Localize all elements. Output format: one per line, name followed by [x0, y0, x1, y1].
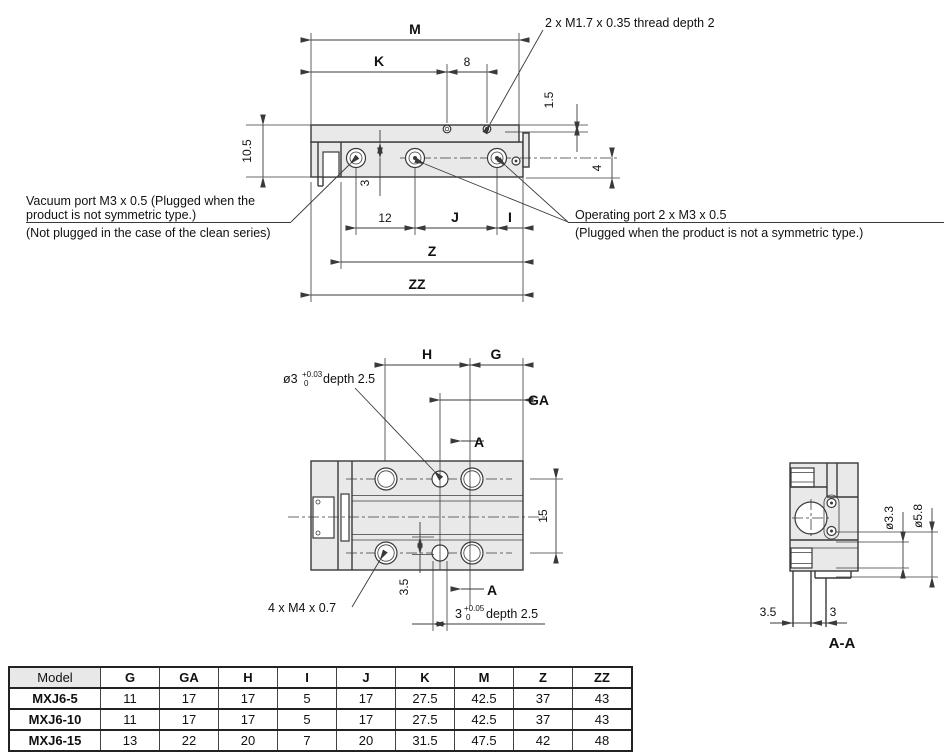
pin-hole-callout: ø3 +0.03 0 depth 2.5 — [283, 370, 375, 388]
cell: 43 — [572, 687, 633, 710]
col-header-h: H — [218, 666, 278, 689]
dim-ZZ: ZZ — [408, 276, 426, 292]
table-row: MXJ6-15 13 22 20 7 20 31.5 47.5 42 48 — [8, 729, 633, 752]
col-header-z: Z — [513, 666, 573, 689]
cell: 37 — [513, 687, 573, 710]
vacuum-port-callout-line1: Vacuum port M3 x 0.5 (Plugged when the — [26, 194, 255, 208]
cell: 42.5 — [454, 708, 514, 731]
cell: 42.5 — [454, 687, 514, 710]
pin-hole-callout-prefix: ø3 — [283, 372, 298, 386]
section-view: ø3.3 ø5.8 3.5 3 A-A — [760, 462, 938, 652]
side-view: M K 8 1.5 10.5 3 4 12 J I Z ZZ 2 x M1.7 … — [26, 16, 944, 302]
pin-dim-tol-minus: 0 — [466, 613, 471, 622]
cell: 11 — [100, 687, 160, 710]
pin-hole-callout-suffix: depth 2.5 — [323, 372, 375, 386]
vacuum-port-callout-line2: product is not symmetric type.) — [26, 208, 196, 222]
dim-4: 4 — [590, 164, 604, 171]
dim-Z: Z — [428, 243, 437, 259]
dim-d5-8: ø5.8 — [911, 504, 925, 528]
dim-G: G — [491, 346, 502, 362]
cell: 22 — [159, 729, 219, 752]
table-row: MXJ6-10 11 17 17 5 17 27.5 42.5 37 43 — [8, 708, 633, 731]
dim-1-5: 1.5 — [542, 91, 556, 108]
dim-I: I — [508, 209, 512, 225]
cell: 48 — [572, 729, 633, 752]
pin-hole-callout-tol-plus: +0.03 — [302, 370, 323, 379]
cell: 20 — [336, 729, 396, 752]
table-header-row: Model G GA H I J K M Z ZZ — [8, 666, 633, 689]
cell: 17 — [336, 687, 396, 710]
cell: 11 — [100, 708, 160, 731]
cell: 43 — [572, 708, 633, 731]
dim-M: M — [409, 21, 421, 37]
dimension-table: Model G GA H I J K M Z ZZ MXJ6-5 11 17 1… — [8, 666, 633, 752]
cell: 17 — [159, 687, 219, 710]
cell: 17 — [336, 708, 396, 731]
cell: 27.5 — [395, 708, 455, 731]
plan-view-dimensions — [351, 358, 563, 631]
dim-3-5-plan: 3.5 — [397, 578, 411, 595]
col-header-model: Model — [8, 666, 101, 689]
plan-view: H G GA 15 3.5 A A ø3 +0.03 0 depth 2.5 4… — [268, 346, 563, 631]
col-header-zz: ZZ — [572, 666, 633, 689]
cell: 17 — [218, 708, 278, 731]
dim-12: 12 — [378, 211, 392, 225]
cell: 27.5 — [395, 687, 455, 710]
plan-view-body — [288, 460, 545, 571]
cell: 17 — [218, 687, 278, 710]
cell: 7 — [277, 729, 337, 752]
section-arrow-label-bottom: A — [487, 582, 497, 598]
dim-d3-3: ø3.3 — [882, 506, 896, 530]
dim-15: 15 — [536, 509, 550, 523]
col-header-i: I — [277, 666, 337, 689]
thread-callout: 2 x M1.7 x 0.35 thread depth 2 — [545, 16, 715, 30]
cell: 31.5 — [395, 729, 455, 752]
col-header-ga: GA — [159, 666, 219, 689]
dim-3-5-section: 3.5 — [760, 605, 777, 619]
section-view-dimensions — [770, 508, 938, 626]
dim-10-5: 10.5 — [240, 139, 254, 163]
table-row: MXJ6-5 11 17 17 5 17 27.5 42.5 37 43 — [8, 687, 633, 710]
operating-port-callout-line1: Operating port 2 x M3 x 0.5 — [575, 208, 727, 222]
cell: 47.5 — [454, 729, 514, 752]
cell: 13 — [100, 729, 160, 752]
section-title: A-A — [829, 635, 856, 652]
dim-3-section: 3 — [830, 605, 837, 619]
side-view-dimensions — [26, 29, 944, 302]
pin-hole-callout-tol-minus: 0 — [304, 379, 309, 388]
dim-K: K — [374, 53, 384, 69]
col-header-j: J — [336, 666, 396, 689]
dim-J: J — [451, 209, 459, 225]
col-header-k: K — [395, 666, 455, 689]
col-header-m: M — [454, 666, 514, 689]
pin-dim-suffix: depth 2.5 — [486, 607, 538, 621]
drawing-canvas: M K 8 1.5 10.5 3 4 12 J I Z ZZ 2 x M1.7 … — [26, 16, 944, 652]
pin-dim-callout: 3 +0.05 0 depth 2.5 — [455, 604, 538, 622]
cell: 5 — [277, 687, 337, 710]
operating-port-callout-line2: (Plugged when the product is not a symme… — [575, 226, 863, 240]
dim-8: 8 — [464, 55, 471, 69]
section-arrow-label-top: A — [474, 434, 484, 450]
pin-dim-prefix: 3 — [455, 607, 462, 621]
cell: 20 — [218, 729, 278, 752]
cell: 5 — [277, 708, 337, 731]
dim-3: 3 — [358, 179, 372, 186]
cell: 17 — [159, 708, 219, 731]
model-name: MXJ6-15 — [8, 729, 101, 752]
vacuum-port-callout-line3: (Not plugged in the case of the clean se… — [26, 226, 271, 240]
dim-GA: GA — [528, 392, 549, 408]
pin-dim-tol-plus: +0.05 — [464, 604, 485, 613]
dim-H: H — [422, 346, 432, 362]
model-name: MXJ6-10 — [8, 708, 101, 731]
m4-callout: 4 x M4 x 0.7 — [268, 601, 336, 615]
cell: 37 — [513, 708, 573, 731]
col-header-g: G — [100, 666, 160, 689]
model-name: MXJ6-5 — [8, 687, 101, 710]
cell: 42 — [513, 729, 573, 752]
section-view-body — [789, 462, 859, 627]
